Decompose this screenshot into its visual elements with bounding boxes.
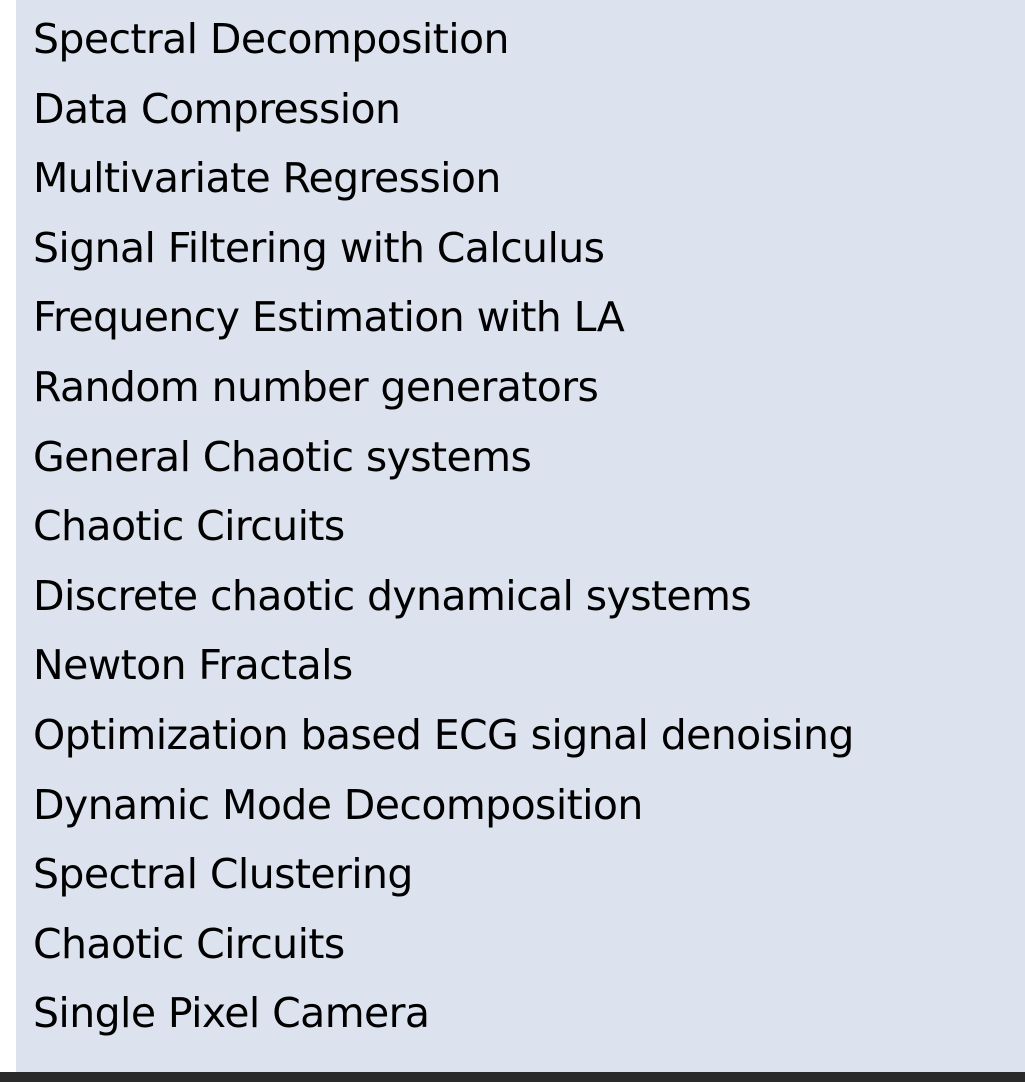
- bottom-bar: [0, 1072, 1025, 1082]
- topic-item: Chaotic Circuits: [33, 919, 345, 968]
- topic-panel: [16, 0, 1025, 1072]
- topic-item: Frequency Estimation with LA: [33, 293, 625, 342]
- topic-item: Single Pixel Camera: [33, 989, 430, 1038]
- topic-item: Dynamic Mode Decomposition: [33, 780, 643, 829]
- topic-item: Spectral Clustering: [33, 850, 413, 899]
- topic-item: Signal Filtering with Calculus: [33, 223, 605, 272]
- topic-item: Newton Fractals: [33, 641, 353, 690]
- topic-item: Random number generators: [33, 362, 599, 411]
- topic-item: Multivariate Regression: [33, 154, 501, 203]
- topic-item: Chaotic Circuits: [33, 502, 345, 551]
- topic-item: Discrete chaotic dynamical systems: [33, 571, 752, 620]
- topic-item: Data Compression: [33, 84, 401, 133]
- topic-list: Spectral Decomposition Data Compression …: [33, 5, 854, 1049]
- topic-item: General Chaotic systems: [33, 432, 532, 481]
- topic-item: Spectral Decomposition: [33, 15, 509, 63]
- topic-item: Optimization based ECG signal denoising: [33, 710, 854, 759]
